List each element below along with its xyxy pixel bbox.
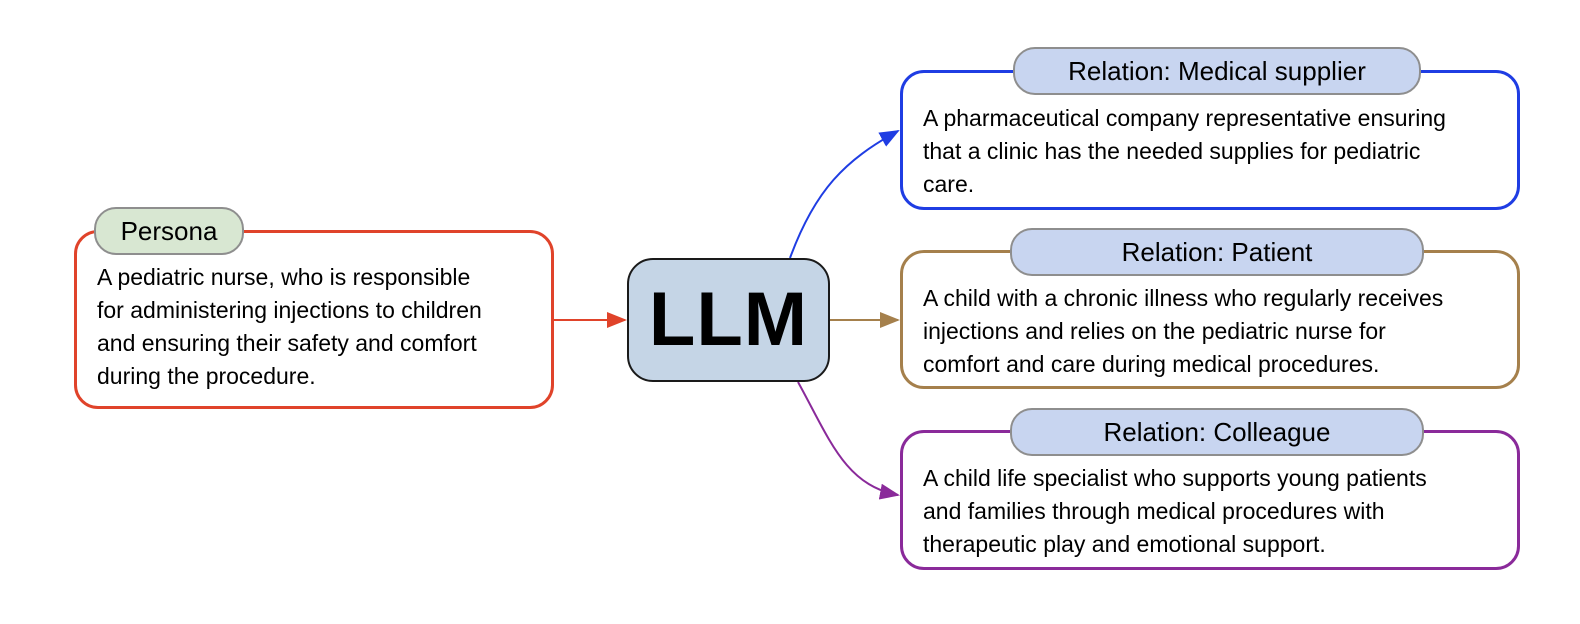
relation-box-colleague: A child life specialist who supports you… [900,430,1520,570]
persona-line: A pediatric nurse, who is responsible [97,264,471,290]
relation-description: A pharmaceutical company representative … [923,102,1501,201]
llm-node: LLM [627,258,830,382]
persona-box: A pediatric nurse, who is responsible fo… [74,230,554,409]
persona-line: for administering injections to children [97,297,482,323]
llm-to-supplier-arrow [789,130,900,259]
persona-line: and ensuring their safety and comfort [97,330,477,356]
relation-tag-colleague: Relation: Colleague [1010,408,1424,456]
persona-line: during the procedure. [97,363,316,389]
relation-line: injections and relies on the pediatric n… [923,318,1386,344]
relation-description: A child with a chronic illness who regul… [923,282,1501,381]
relation-line: therapeutic play and emotional support. [923,531,1326,557]
relation-line: A pharmaceutical company representative … [923,105,1446,131]
relation-description: A child life specialist who supports you… [923,462,1501,561]
relation-line: A child life specialist who supports you… [923,465,1427,491]
persona-description: A pediatric nurse, who is responsible fo… [97,261,535,393]
relation-tag-medical-supplier: Relation: Medical supplier [1013,47,1421,95]
relation-box-patient: A child with a chronic illness who regul… [900,250,1520,389]
relation-line: comfort and care during medical procedur… [923,351,1380,377]
relation-line: A child with a chronic illness who regul… [923,285,1444,311]
relation-line: and families through medical procedures … [923,498,1385,524]
relation-line: care. [923,171,975,197]
relation-line: that a clinic has the needed supplies fo… [923,138,1421,164]
persona-tag: Persona [94,207,244,255]
llm-to-colleague-arrow [797,381,900,500]
relation-tag-patient: Relation: Patient [1010,228,1424,276]
